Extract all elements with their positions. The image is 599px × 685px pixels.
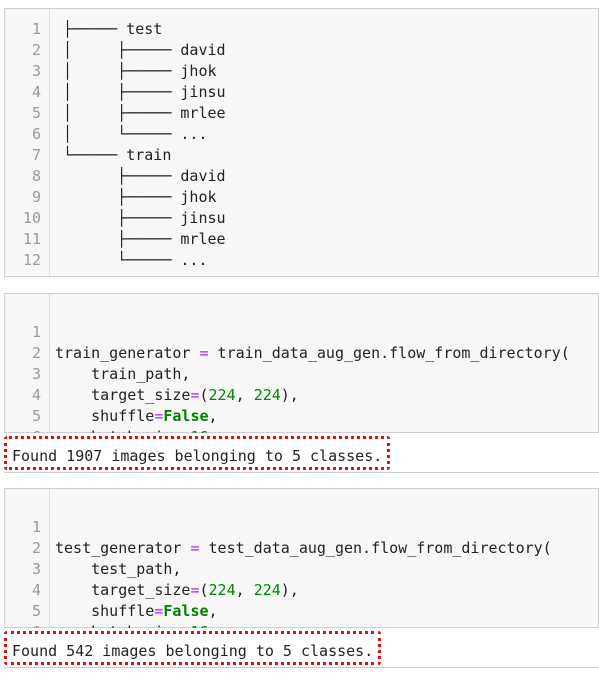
test-code-cell[interactable]: 1 test_generator = test_data_aug_gen.flo…: [4, 488, 599, 662]
line-number: 4: [31, 581, 41, 599]
tree-code-cell[interactable]: 1 ├───── test 2 │ ├───── david 3 │ ├───── jho…: [4, 8, 599, 277]
line-number: 3: [31, 62, 41, 80]
code-line: 5 batch_size=16: [5, 385, 598, 446]
tree-branch: │ ├─────: [63, 41, 181, 59]
line-number: 7: [31, 146, 41, 164]
tree-branch: └─────: [63, 251, 181, 269]
tree-branch: ├─────: [63, 20, 127, 38]
tree-line: 12 └───── ...: [5, 250, 598, 271]
line-number: 5: [31, 104, 41, 122]
tree-line: 3 │ ├───── jhok: [5, 61, 598, 82]
test-output-text: Found 542 images belonging to 5 classes.: [4, 631, 382, 665]
code-line: 1 test_generator = test_data_aug_gen.flo…: [5, 496, 598, 557]
tree-line: 1 ├───── test: [5, 19, 598, 40]
test-output-area: Found 542 images belonging to 5 classes.: [4, 628, 599, 668]
line-number: 3: [31, 560, 41, 578]
tree-branch: │ ├─────: [63, 83, 181, 101]
code-line: 6 ): [5, 406, 598, 467]
code-line: 2 train_path,: [5, 322, 598, 383]
train-output-text: Found 1907 images belonging to 5 classes…: [4, 436, 391, 470]
line-number: 2: [31, 41, 41, 59]
tree-folder-name: ...: [180, 125, 208, 143]
tree-line: 9 ├───── jhok: [5, 187, 598, 208]
tree-folder-name: train: [126, 146, 172, 164]
tree-branch: │ ├─────: [63, 62, 181, 80]
tree-branch: │ ├─────: [63, 104, 181, 122]
train-output-area: Found 1907 images belonging to 5 classes…: [4, 433, 599, 473]
tree-line: 4 │ ├───── jinsu: [5, 82, 598, 103]
tree-line: 8 ├───── david: [5, 166, 598, 187]
line-number: 1: [31, 518, 41, 536]
tree-folder-name: jinsu: [180, 83, 226, 101]
line-number: 2: [31, 344, 41, 362]
line-number: 5: [31, 602, 41, 620]
tree-folder-name: jhok: [180, 188, 217, 206]
code-line: 4 shuffle=False,: [5, 559, 598, 620]
line-number: 4: [31, 386, 41, 404]
line-number: 8: [31, 167, 41, 185]
tree-line: 7 └───── train: [5, 145, 598, 166]
code-line: 4 shuffle=False,: [5, 364, 598, 425]
tree-branch: ├─────: [63, 167, 181, 185]
line-number: 2: [31, 539, 41, 557]
tree-folder-name: david: [180, 167, 226, 185]
tree-branch: │ └─────: [63, 125, 181, 143]
tree-line: 10 ├───── jinsu: [5, 208, 598, 229]
tree-folder-name: mrlee: [180, 104, 226, 122]
tree-folder-name: jinsu: [180, 209, 226, 227]
line-number: 10: [22, 209, 41, 227]
tree-line: 2 │ ├───── david: [5, 40, 598, 61]
line-number-gutter: [5, 9, 50, 276]
train-code-cell[interactable]: 1 train_generator = train_data_aug_gen.f…: [4, 293, 599, 467]
tree-folder-name: ...: [180, 251, 208, 269]
tree-line: 6 │ └───── ...: [5, 124, 598, 145]
line-number: 12: [22, 251, 41, 269]
code-line: 6 ): [5, 601, 598, 662]
line-number: 6: [31, 125, 41, 143]
tree-folder-name: test: [126, 20, 163, 38]
code-line: 3 target_size=(224, 224),: [5, 538, 598, 599]
line-number: 4: [31, 83, 41, 101]
line-number: 11: [22, 230, 41, 248]
code-line: 3 target_size=(224, 224),: [5, 343, 598, 404]
tree-folder-name: jhok: [180, 62, 217, 80]
code-line: 5 batch_size=16: [5, 580, 598, 641]
tree-branch: ├─────: [63, 209, 181, 227]
line-number: 5: [31, 407, 41, 425]
tree-folder-name: david: [180, 41, 226, 59]
code-line: 1 train_generator = train_data_aug_gen.f…: [5, 301, 598, 362]
tree-branch: └─────: [63, 146, 127, 164]
line-number: 1: [31, 20, 41, 38]
line-number-gutter: [5, 489, 50, 627]
line-number: 9: [31, 188, 41, 206]
tree-folder-name: mrlee: [180, 230, 226, 248]
code-line: 2 test_path,: [5, 517, 598, 578]
tree-branch: ├─────: [63, 188, 181, 206]
line-number: 1: [31, 323, 41, 341]
tree-line: 11 ├───── mrlee: [5, 229, 598, 250]
line-number: 3: [31, 365, 41, 383]
tree-branch: ├─────: [63, 230, 181, 248]
tree-line: 5 │ ├───── mrlee: [5, 103, 598, 124]
line-number-gutter: [5, 294, 50, 432]
